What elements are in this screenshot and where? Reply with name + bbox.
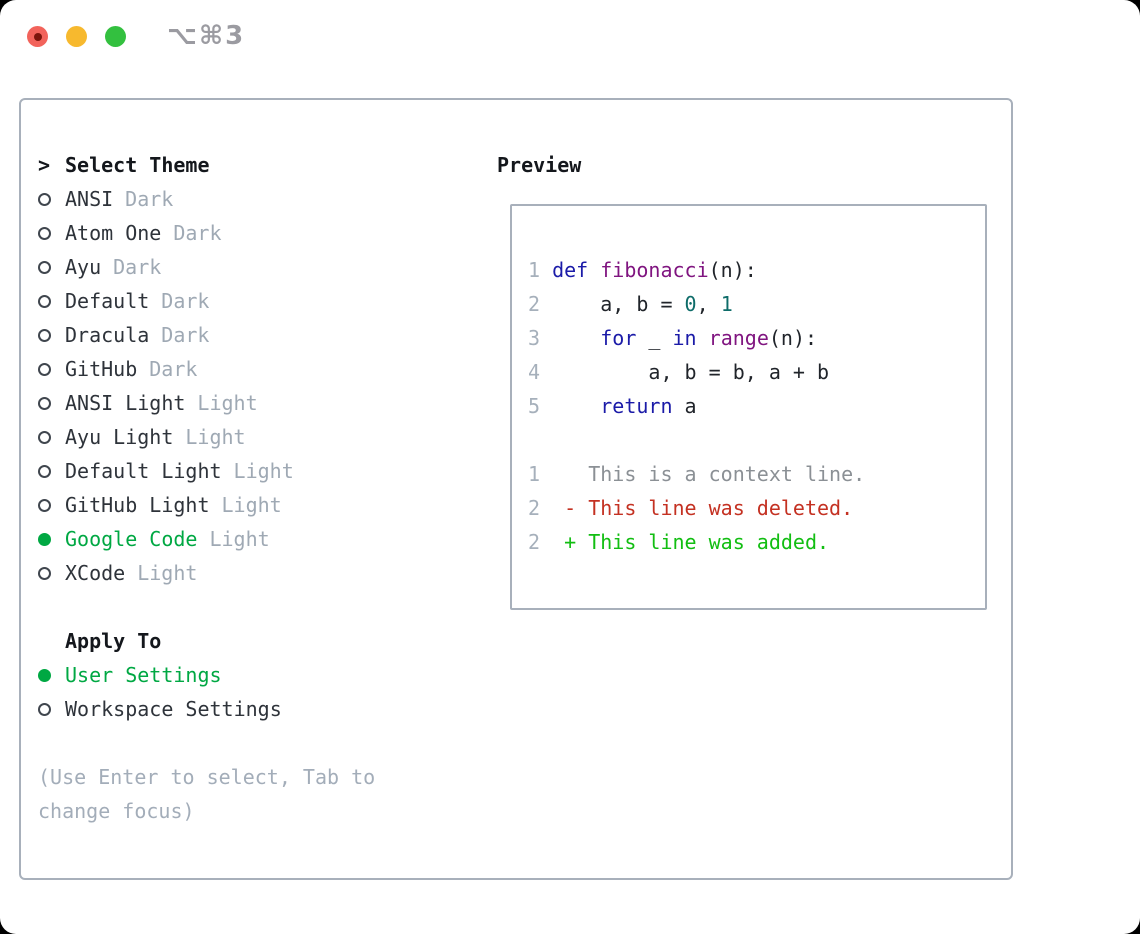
theme-option-label: GitHub — [65, 357, 138, 381]
code-line: 1 def fibonacci(n): — [528, 258, 757, 282]
theme-option-ayu-light[interactable]: Ayu Light Light — [38, 420, 375, 454]
theme-option-label: Ayu — [65, 255, 102, 279]
radio-selected-icon — [38, 668, 51, 682]
apply-option-label: User Settings — [65, 663, 222, 687]
theme-option-default-light[interactable]: Default Light Light — [38, 454, 375, 488]
radio-icon — [38, 260, 51, 274]
theme-variant: Dark — [113, 255, 162, 279]
theme-option-google-code[interactable]: Google Code Light — [38, 522, 375, 556]
radio-icon — [38, 362, 51, 376]
radio-icon — [38, 328, 51, 342]
radio-icon — [38, 430, 51, 444]
theme-option-atom-one[interactable]: Atom One Dark — [38, 216, 375, 250]
code-line: 2 - This line was deleted. — [528, 496, 854, 520]
theme-option-label: Dracula — [65, 323, 150, 347]
radio-icon — [38, 464, 51, 478]
code-line: 4 a, b = b, a + b — [528, 360, 830, 384]
theme-variant: Dark — [161, 323, 210, 347]
theme-option-ansi[interactable]: ANSI Dark — [38, 182, 375, 216]
code-line: 1 This is a context line. — [528, 462, 866, 486]
apply-option-user-settings[interactable]: User Settings — [38, 658, 375, 692]
apply-to-title: Apply To — [65, 629, 162, 653]
theme-option-label: Atom One — [65, 221, 162, 245]
radio-icon — [38, 702, 51, 716]
theme-option-label: Default Light — [65, 459, 222, 483]
apply-option-label: Workspace Settings — [65, 697, 282, 721]
unsaved-dot-icon — [33, 32, 42, 41]
prompt-caret-icon: > — [38, 153, 51, 177]
theme-variant: Light — [233, 459, 294, 483]
code-line: 5 return a — [528, 394, 697, 418]
theme-option-label: ANSI Light — [65, 391, 186, 415]
theme-variant: Light — [197, 391, 258, 415]
code-line: 2 + This line was added. — [528, 530, 830, 554]
theme-option-label: Google Code — [65, 527, 198, 551]
theme-option-github[interactable]: GitHub Dark — [38, 352, 375, 386]
code-line: 3 for _ in range(n): — [528, 326, 818, 350]
radio-icon — [38, 294, 51, 308]
apply-option-workspace-settings[interactable]: Workspace Settings — [38, 692, 375, 726]
preview-pane: 1 def fibonacci(n): 2 a, b = 0, 1 3 for _ … — [510, 204, 987, 610]
theme-variant: Dark — [161, 289, 210, 313]
traffic-lights — [27, 26, 126, 47]
theme-variant: Light — [137, 561, 198, 585]
theme-option-label: Ayu Light — [65, 425, 174, 449]
select-theme-header: > Select Theme — [38, 148, 375, 182]
radio-selected-icon — [38, 532, 51, 546]
theme-option-ansi-light[interactable]: ANSI Light Light — [38, 386, 375, 420]
apply-to-header: Apply To — [38, 624, 375, 658]
theme-variant: Light — [209, 527, 270, 551]
theme-variant: Light — [185, 425, 246, 449]
select-theme-title: Select Theme — [65, 153, 210, 177]
titlebar: ⌥⌘3 — [0, 0, 1140, 72]
preview-title: Preview — [497, 153, 582, 177]
theme-option-label: GitHub Light — [65, 493, 210, 517]
help-text: (Use Enter to select, Tab to change focu… — [38, 760, 375, 828]
code-line — [528, 423, 985, 457]
maximize-button[interactable] — [105, 26, 126, 47]
help-line-1: (Use Enter to select, Tab to — [38, 765, 376, 789]
code-line: 2 a, b = 0, 1 — [528, 292, 733, 316]
spacer — [38, 590, 375, 624]
radio-icon — [38, 226, 51, 240]
radio-icon — [38, 566, 51, 580]
theme-variant: Dark — [125, 187, 174, 211]
radio-icon — [38, 498, 51, 512]
minimize-button[interactable] — [66, 26, 87, 47]
theme-variant: Dark — [173, 221, 222, 245]
help-line-2: change focus) — [38, 799, 195, 823]
theme-variant: Light — [221, 493, 282, 517]
theme-variant: Dark — [149, 357, 198, 381]
radio-icon — [38, 396, 51, 410]
theme-option-label: ANSI — [65, 187, 114, 211]
theme-option-xcode[interactable]: XCode Light — [38, 556, 375, 590]
theme-option-github-light[interactable]: GitHub Light Light — [38, 488, 375, 522]
theme-option-dracula[interactable]: Dracula Dark — [38, 318, 375, 352]
radio-icon — [38, 192, 51, 206]
theme-option-default[interactable]: Default Dark — [38, 284, 375, 318]
theme-option-label: Default — [65, 289, 150, 313]
code-preview: 1 def fibonacci(n): 2 a, b = 0, 1 3 for _ … — [528, 253, 985, 559]
close-button[interactable] — [27, 26, 48, 47]
theme-option-ayu[interactable]: Ayu Dark — [38, 250, 375, 284]
theme-option-label: XCode — [65, 561, 126, 585]
window-title: ⌥⌘3 — [167, 21, 246, 51]
spacer — [38, 726, 375, 760]
